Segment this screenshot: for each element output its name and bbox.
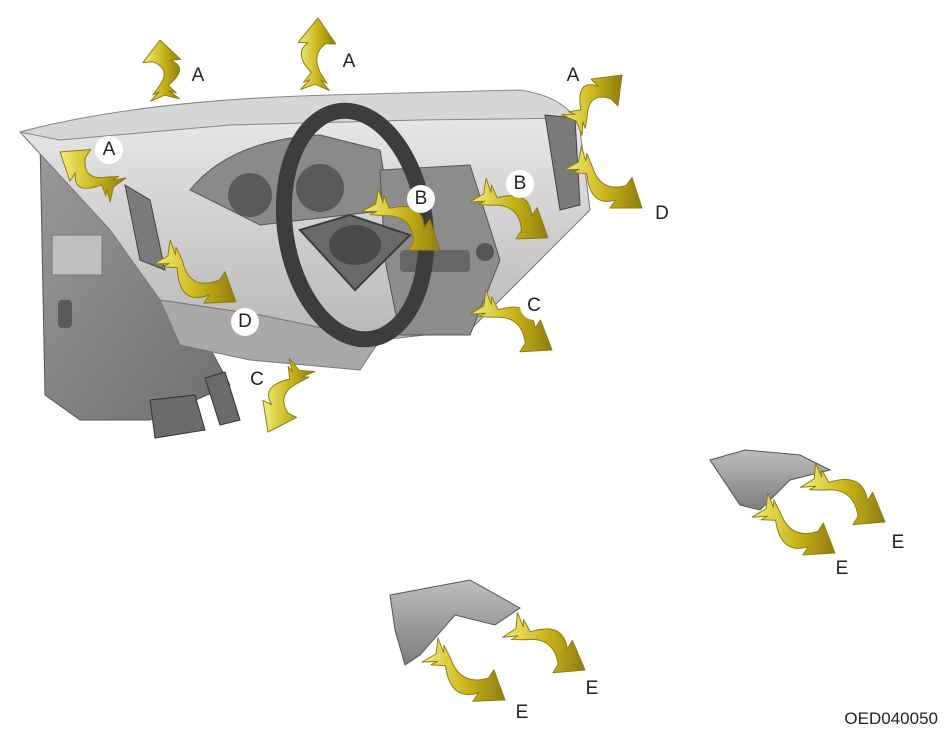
airflow-arrow-b-1: [361, 187, 441, 251]
vent-label-c-1: C: [520, 292, 548, 320]
vent-label-e-4: E: [508, 699, 536, 727]
vent-label-b-2: B: [506, 170, 534, 198]
airflow-arrow-d-2: [153, 239, 237, 304]
vent-label-a-3: A: [559, 62, 587, 90]
floor-duct-front: [389, 579, 521, 666]
airflow-arrow-e-1: [800, 462, 886, 526]
vent-label-a-1: A: [184, 62, 212, 90]
vent-label-a-2: A: [335, 48, 363, 76]
airflow-arrow-a-2: [297, 17, 337, 92]
floor-duct-rear: [709, 449, 832, 511]
vent-label-e-1: E: [884, 529, 912, 557]
vent-label-e-3: E: [578, 675, 606, 703]
figure-code: OED040050: [844, 709, 938, 728]
airflow-arrow-a-3: [561, 74, 623, 136]
vent-label-d-2: D: [231, 308, 259, 336]
airflow-arrow-c-1: [469, 289, 553, 353]
airflow-arrows: [59, 17, 886, 702]
airflow-arrow-a-1: [142, 39, 182, 102]
airflow-arrow-e-4: [421, 637, 506, 702]
airflow-arrow-e-3: [502, 612, 586, 674]
vent-label-c-2: C: [243, 366, 271, 394]
airflow-arrow-d-1: [564, 145, 643, 209]
vent-label-a-4: A: [95, 136, 123, 164]
airflow-arrow-b-2: [469, 177, 549, 240]
airflow-arrow-c-2: [262, 358, 316, 433]
vent-label-d-1: D: [648, 200, 676, 228]
vent-label-e-2: E: [828, 555, 856, 583]
vent-label-b-1: B: [407, 185, 435, 213]
airflow-arrow-a-4: [59, 149, 127, 203]
airflow-arrow-e-2: [751, 492, 836, 556]
